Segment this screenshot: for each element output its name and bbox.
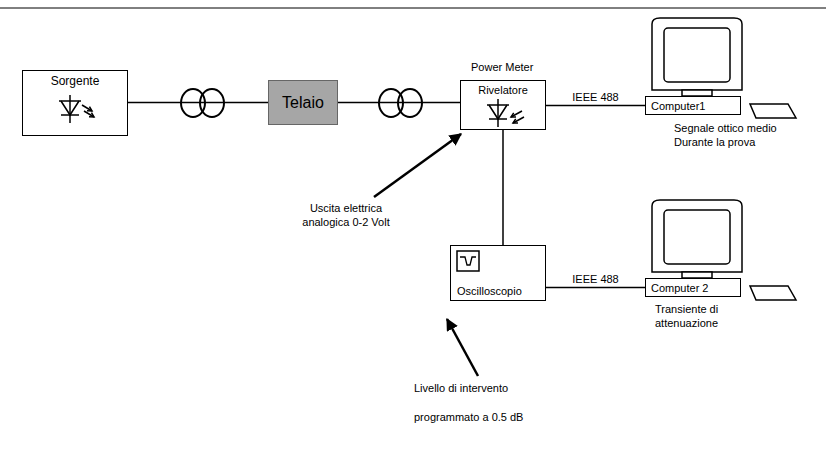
box-label: Sorgente [51,74,100,88]
device-heading: Power Meter [471,61,533,73]
source-box: Sorgente [22,70,128,136]
annotation: programmato a 0.5 dB [414,410,544,424]
bus-label: IEEE 488 [570,91,620,103]
diode-symbol [23,93,129,133]
connector-line [546,287,645,289]
connector-line [128,102,268,104]
callout-arrow [447,319,478,376]
oscilloscope-box: Oscilloscopio [450,245,546,301]
box-label: Oscilloscopio [457,285,522,297]
bus-label: IEEE 488 [570,273,620,285]
box-label: Computer1 [651,100,705,112]
detector-box: Power MeterRivelatore [460,80,546,130]
computer-box: Computer1 [645,96,741,115]
annotation: Livello di intervento [414,381,544,395]
annotation: Segnale ottico medio Durante la prova [674,121,792,149]
annotation: Uscita elettrica analogica 0-2 Volt [290,201,402,229]
connector-line [338,102,460,104]
scope-screen-icon [456,250,482,274]
box-label: Telaio [282,94,324,112]
frame-box: Telaio [268,80,338,125]
callout-arrow [374,134,461,197]
diode-symbol [461,97,547,137]
connector-line [546,105,645,107]
box-label: Rivelatore [478,84,528,96]
computer-box: Computer 2 [645,278,741,297]
box-label: Computer 2 [651,282,708,294]
connector-line [502,130,504,245]
annotation: Transiente di attenuazione [655,302,747,330]
top-rule [0,8,826,9]
